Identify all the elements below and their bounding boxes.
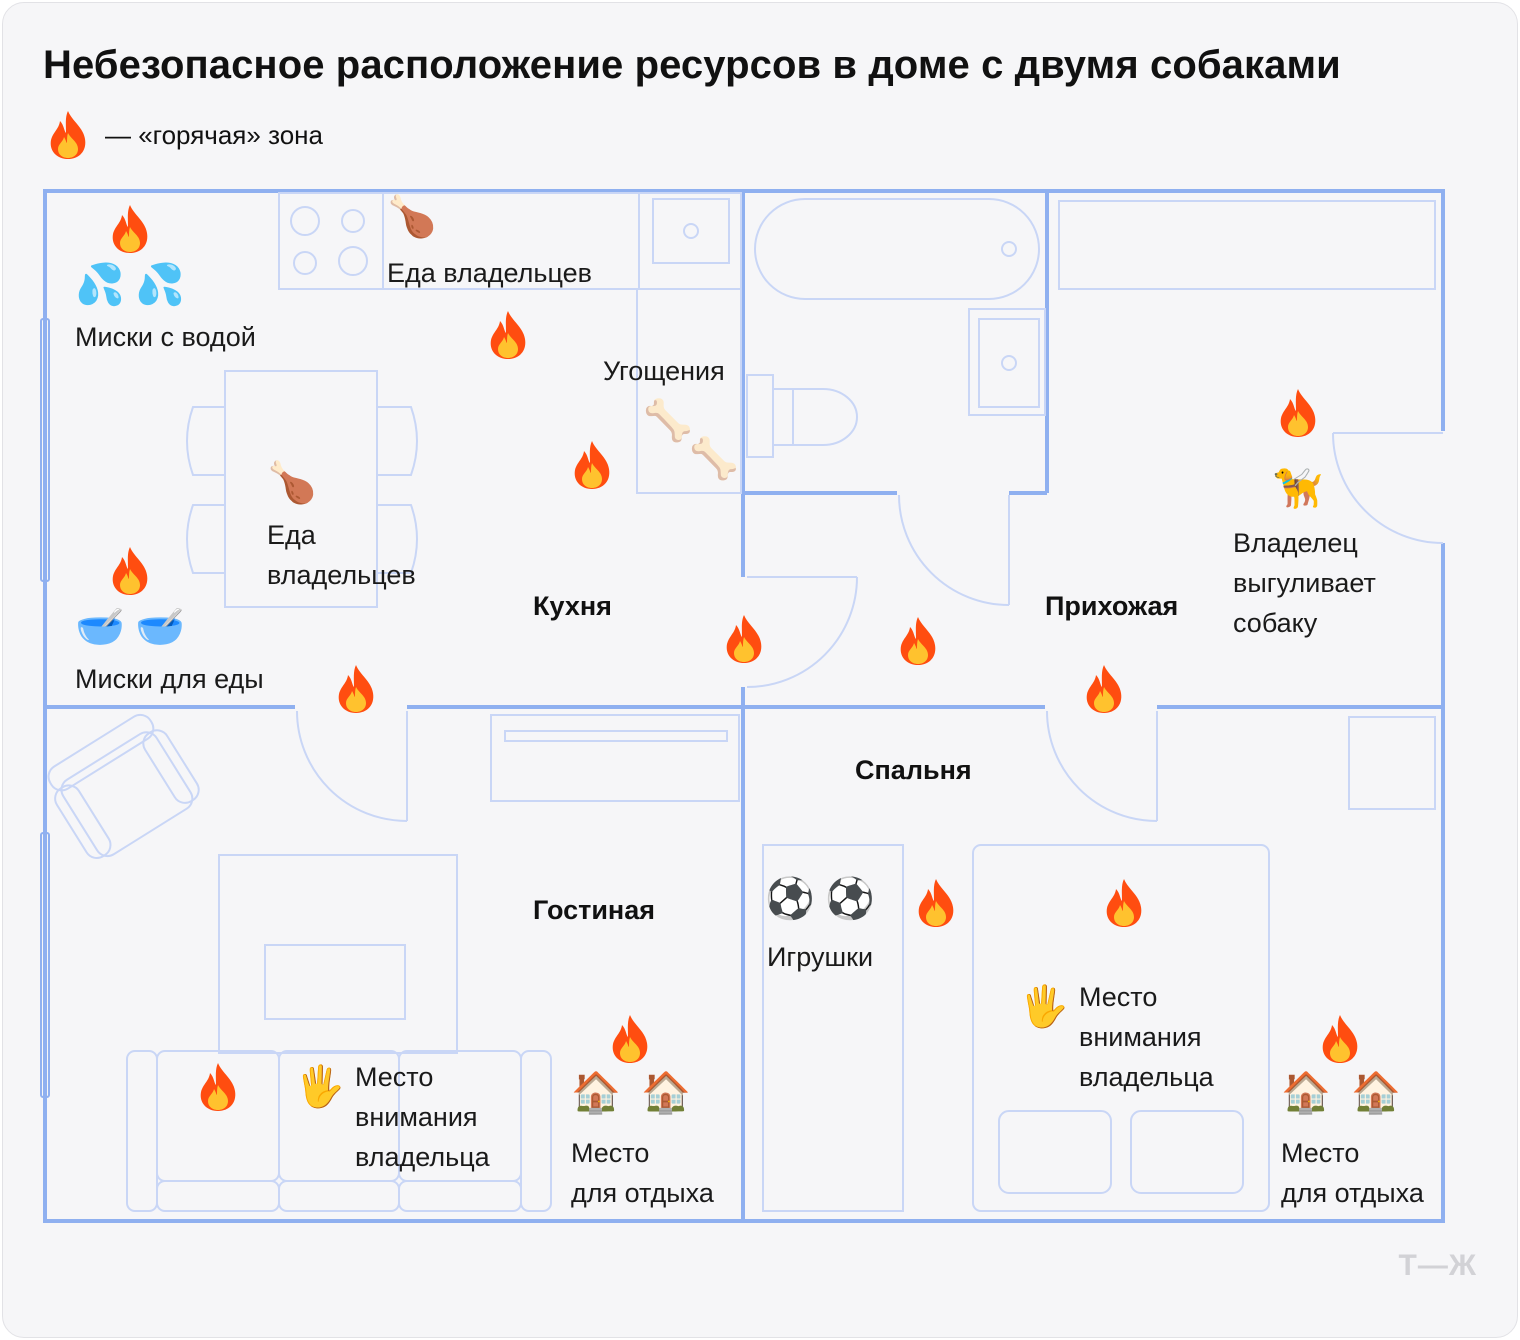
bone-icon: 🦴 bbox=[689, 437, 739, 481]
ball-icon: ⚽ bbox=[825, 877, 875, 921]
water-icon: 💦 bbox=[75, 263, 125, 307]
label-rest-bedroom: Место для отдыха bbox=[1281, 1138, 1424, 1208]
room-hallway: Прихожая bbox=[1045, 591, 1179, 621]
label-rest-living: Место для отдыха bbox=[571, 1138, 714, 1208]
walls bbox=[43, 189, 1445, 1223]
furniture bbox=[47, 192, 1436, 1212]
guide-dog-icon: 🦮 bbox=[1273, 467, 1323, 511]
room-bedroom: Спальня bbox=[855, 755, 972, 785]
house-icon: 🏠 bbox=[571, 1071, 621, 1115]
fire-icon bbox=[918, 879, 954, 927]
fire-icon bbox=[1106, 879, 1142, 927]
water-icon: 💦 bbox=[135, 263, 185, 307]
fire-icon bbox=[612, 1015, 648, 1063]
label-owner-food-counter: Еда владельцев bbox=[387, 258, 592, 288]
fire-icon bbox=[112, 205, 148, 253]
fire-icon bbox=[1322, 1015, 1358, 1063]
fire-icon bbox=[900, 617, 936, 665]
room-kitchen: Кухня bbox=[533, 591, 612, 621]
floor-plan bbox=[40, 189, 1445, 1223]
legend-label: — «горячая» зона bbox=[105, 119, 323, 150]
fire-icon bbox=[726, 615, 762, 663]
doors bbox=[296, 432, 1444, 822]
brand-logo: Т—Ж bbox=[1398, 1249, 1477, 1282]
bowl-icon: 🥣 bbox=[135, 605, 185, 649]
label-attention-living: Место внимания владельца bbox=[355, 1062, 490, 1172]
label-food-bowls: Миски для еды bbox=[75, 664, 264, 694]
fire-icon bbox=[1086, 665, 1122, 713]
hand-icon: 🖐 bbox=[295, 1065, 345, 1109]
label-water-bowls: Миски с водой bbox=[75, 322, 256, 352]
hand-icon: 🖐 bbox=[1019, 985, 1069, 1029]
bowl-icon: 🥣 bbox=[75, 605, 125, 649]
bone-icon: 🦴 bbox=[643, 399, 693, 443]
house-icon: 🏠 bbox=[1281, 1071, 1331, 1115]
label-owner-walks: Владелец выгуливает собаку bbox=[1233, 528, 1376, 638]
house-icon: 🏠 bbox=[1351, 1071, 1401, 1115]
chicken-icon: 🍗 bbox=[267, 461, 317, 505]
fire-icon bbox=[200, 1063, 236, 1111]
chicken-icon: 🍗 bbox=[387, 195, 437, 239]
label-owner-food-table: Еда владельцев bbox=[267, 520, 416, 590]
fire-icon bbox=[112, 547, 148, 595]
page-title: Небезопасное расположение ресурсов в дом… bbox=[43, 43, 1341, 87]
room-living: Гостиная bbox=[533, 895, 656, 925]
label-treats: Угощения bbox=[603, 356, 725, 386]
fire-icon bbox=[574, 441, 610, 489]
fire-icon bbox=[490, 311, 526, 359]
label-attention-bedroom: Место внимания владельца bbox=[1079, 982, 1214, 1092]
house-icon: 🏠 bbox=[641, 1071, 691, 1115]
fire-icon bbox=[50, 111, 86, 159]
legend: — «горячая» зона bbox=[45, 111, 323, 159]
fire-icon bbox=[1280, 389, 1316, 437]
ball-icon: ⚽ bbox=[765, 877, 815, 921]
windows bbox=[40, 318, 50, 1098]
label-toys: Игрушки bbox=[767, 942, 874, 972]
fire-icon bbox=[338, 665, 374, 713]
